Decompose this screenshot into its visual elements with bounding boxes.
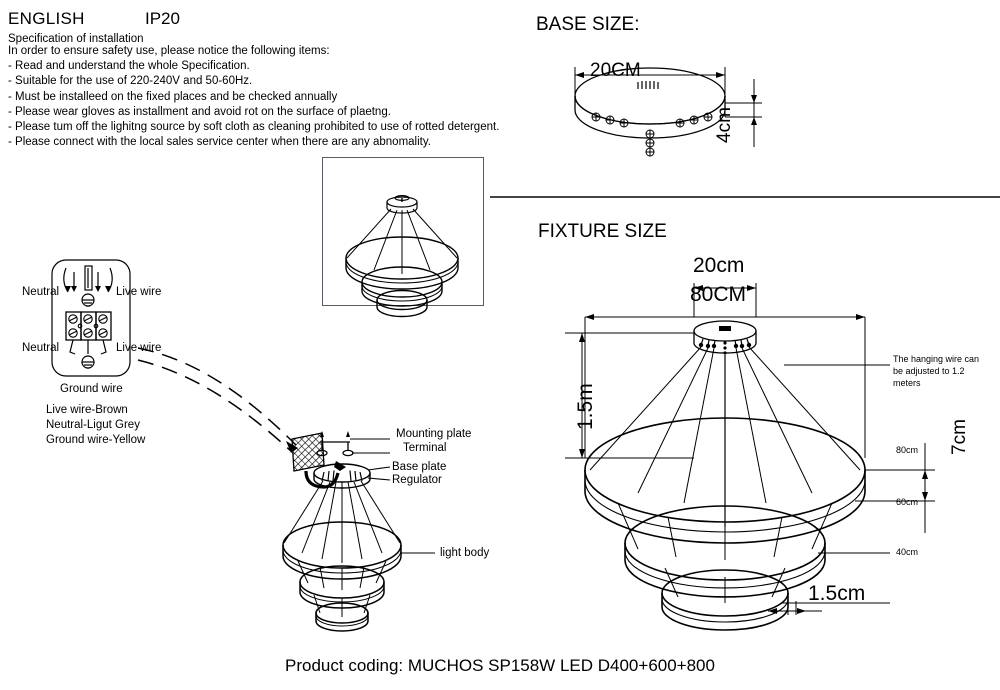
ground-wire-label: Ground wire <box>60 383 123 395</box>
drop-height-dimension: 1.5m <box>574 383 597 430</box>
hanging-wire-note: The hanging wire can be adjusted to 1.2 … <box>893 354 980 388</box>
spec-item: - Please tum off the lighitng source by … <box>8 120 500 133</box>
live-top-label: Live wire <box>116 286 162 298</box>
neutral-bottom-label: Neutral <box>22 342 60 354</box>
spec-intro: In order to ensure safety use, please no… <box>8 45 330 57</box>
base-width-dimension: 20CM <box>590 60 641 81</box>
spec-item: - Must be installeed on the fixed places… <box>8 90 338 103</box>
section-divider <box>490 196 1000 198</box>
ring-depth-dimension: 7cm <box>949 419 970 455</box>
live-bottom-label: Live wire <box>116 342 162 354</box>
wire-color-legend: Live wire-Brown Neutral-Ligut Grey Groun… <box>46 403 145 449</box>
wiring-diagram <box>40 258 150 388</box>
callout-base-plate: Base plate <box>392 461 447 473</box>
spec-body: In order to ensure safety use, please no… <box>8 44 499 150</box>
assembly-diagram <box>280 425 470 655</box>
base-size-diagram <box>540 55 770 180</box>
product-thumbnail-box <box>322 157 484 318</box>
base-height-dimension: 4cm <box>714 107 735 143</box>
base-size-heading: BASE SIZE: <box>536 14 640 35</box>
fixture-size-heading: FIXTURE SIZE <box>538 221 667 242</box>
callout-mounting-plate: Mounting plate <box>396 428 472 440</box>
legend-item: Ground wire-Yellow <box>46 434 146 447</box>
spec-item: - Suitable for the use of 220-240V and 5… <box>8 75 253 88</box>
callout-light-body: light body <box>440 547 490 559</box>
canopy-width-dimension: 20cm <box>693 254 745 277</box>
ring-label-40cm: 40cm <box>896 547 919 557</box>
ring-label-60cm: 60cm <box>896 497 919 507</box>
spec-item: - Please wear gloves as installment and … <box>8 105 391 118</box>
neutral-top-label: Neutral <box>22 286 60 298</box>
callout-terminal: Terminal <box>403 442 447 454</box>
ring-label-80cm: 80cm <box>896 445 919 455</box>
spec-item: - Please connect with the local sales se… <box>8 136 431 149</box>
spec-title: Specification of installation <box>8 33 144 45</box>
callout-regulator: Regulator <box>392 474 442 486</box>
legend-item: Live wire-Brown <box>46 404 128 416</box>
ip-rating-label: IP20 <box>145 9 180 28</box>
ring-thickness-dimension: 1.5cm <box>808 582 866 605</box>
language-label: ENGLISH <box>8 9 85 28</box>
overall-width-dimension: 80CM <box>690 283 747 306</box>
legend-item: Neutral-Ligut Grey <box>46 419 140 432</box>
spec-item: - Read and understand the whole Specific… <box>8 60 250 73</box>
product-coding: Product coding: MUCHOS SP158W LED D400+6… <box>285 656 715 675</box>
fixture-size-diagram <box>560 255 1000 631</box>
